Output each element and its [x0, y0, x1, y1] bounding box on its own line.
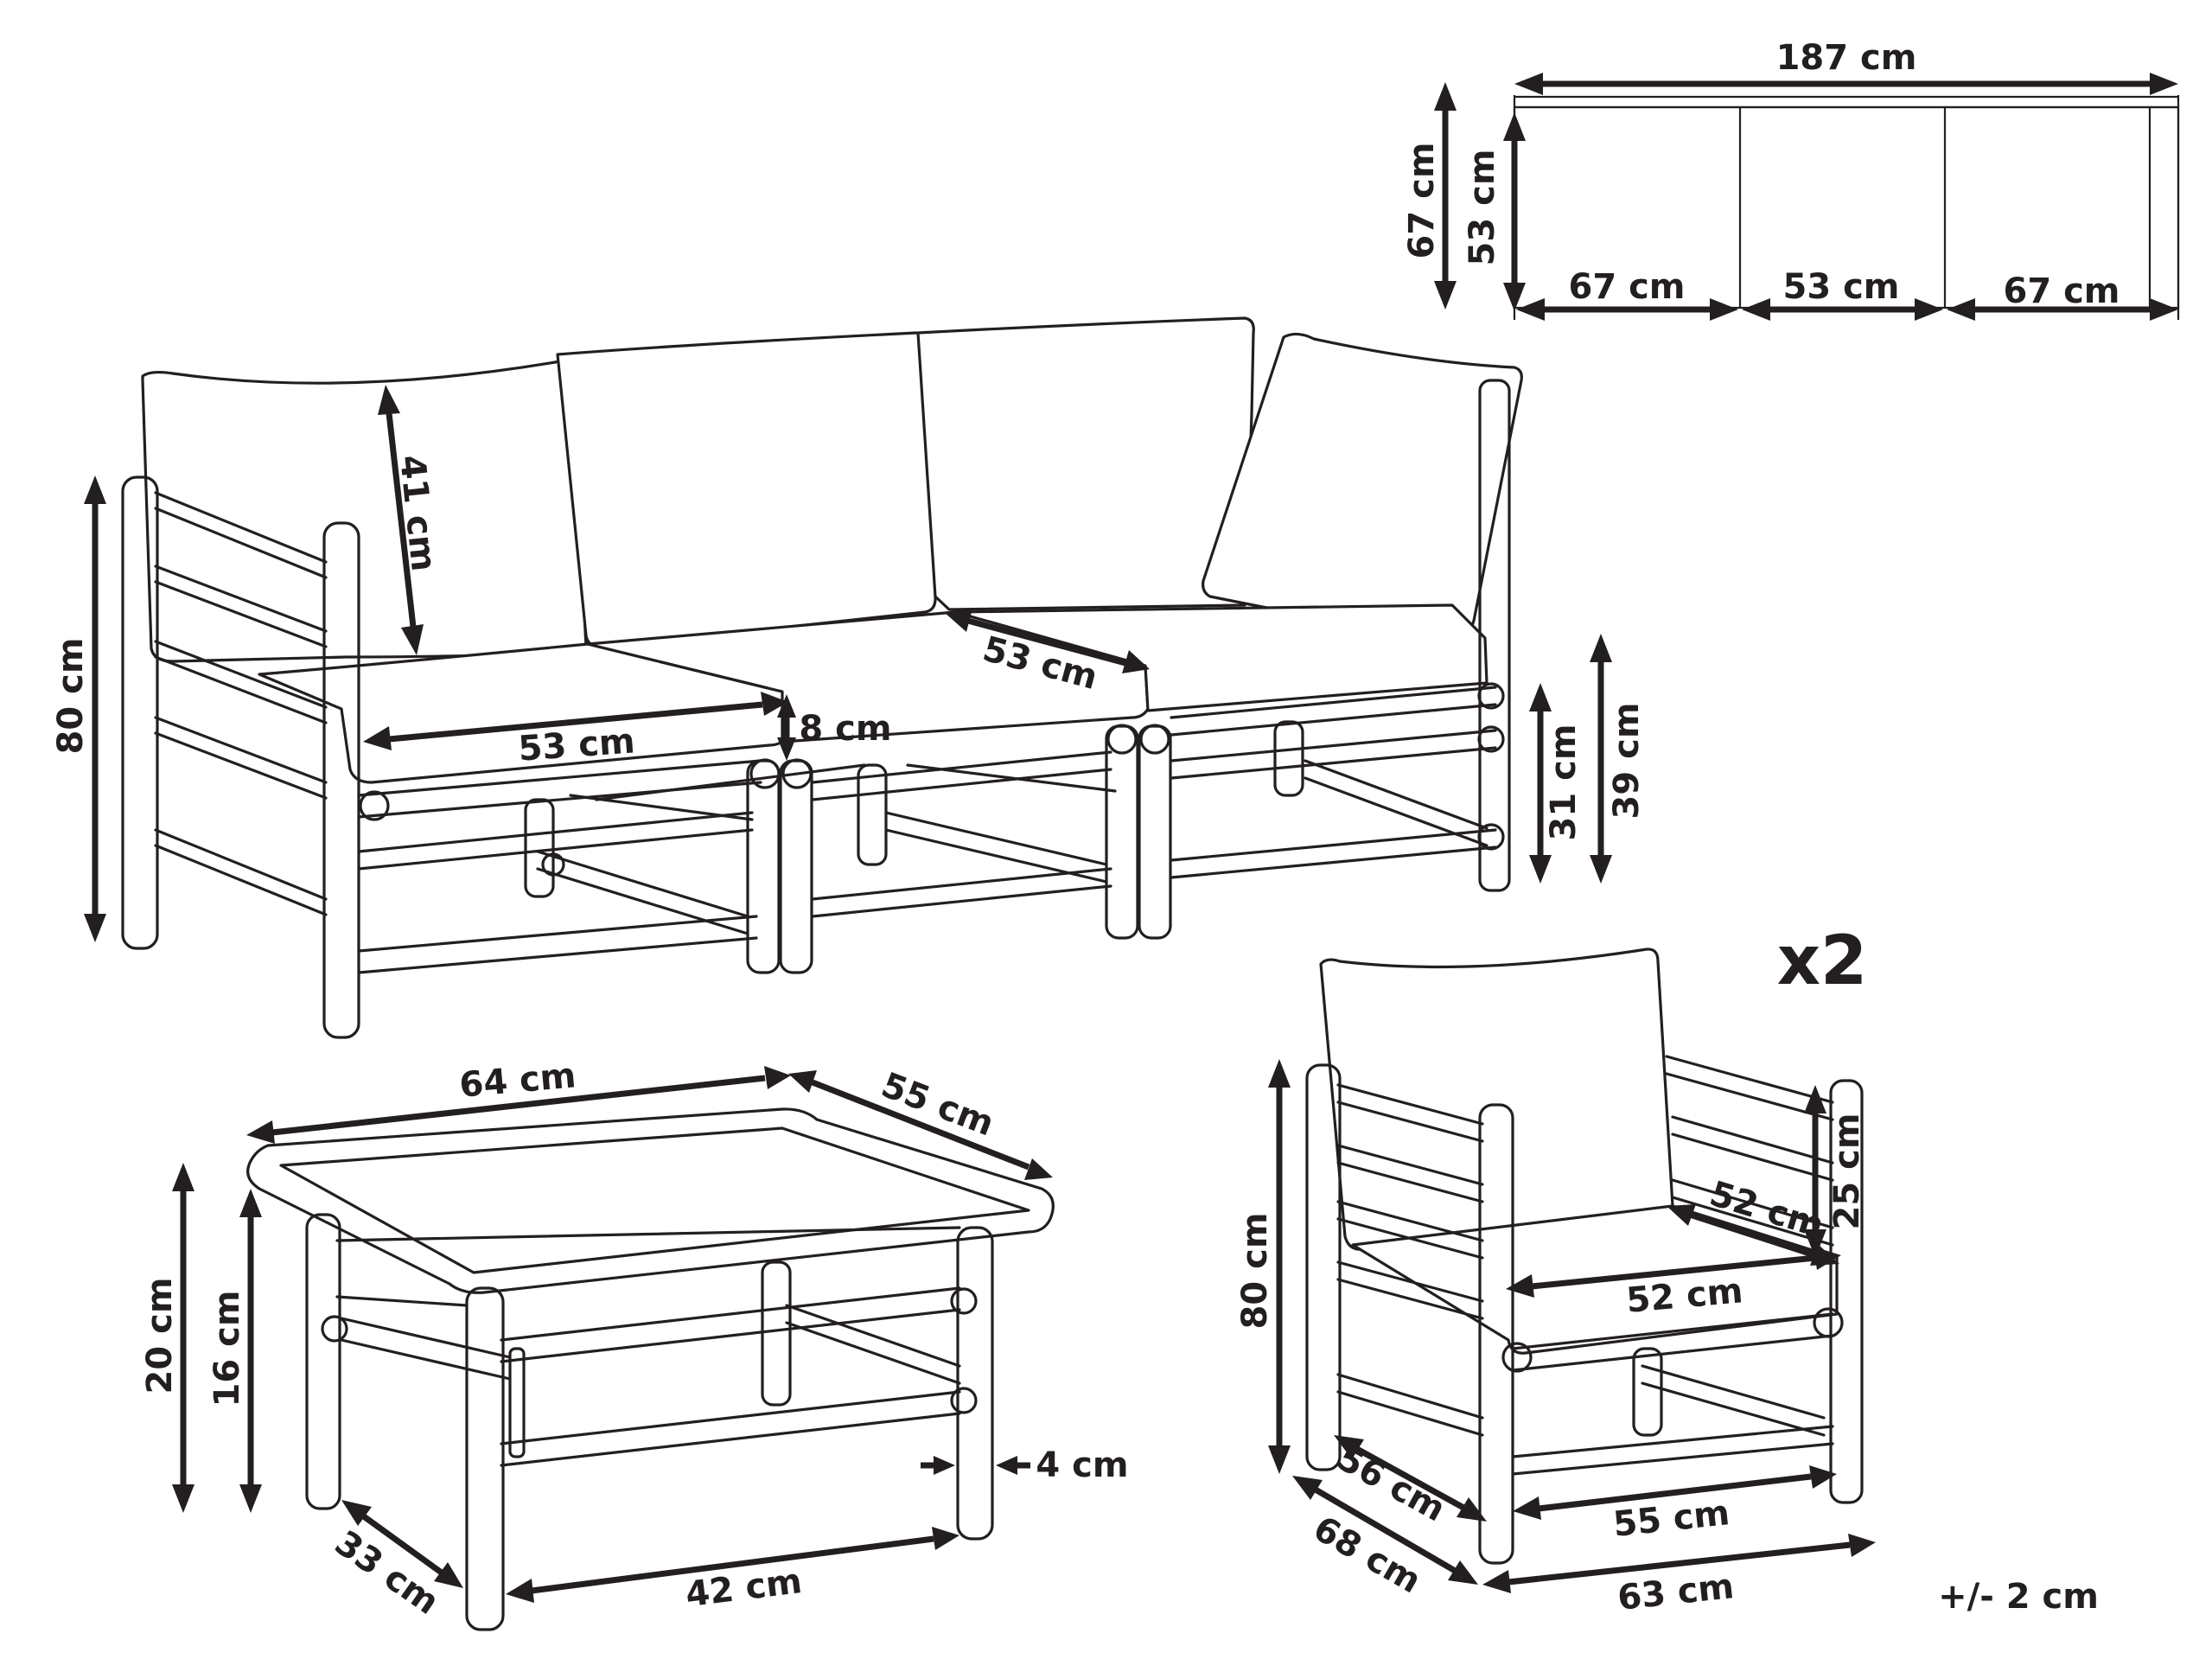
label-table-height-inner: 16 cm — [207, 1291, 247, 1407]
dim-sofa-seat-height-cushion — [1590, 634, 1612, 884]
label-sofa-seat-width: 53 cm — [517, 721, 636, 769]
label-top-right-section: 67 cm — [2004, 271, 2120, 311]
sofa-post-front-left — [322, 521, 360, 1039]
dim-armchair-armrest-height — [1804, 1085, 1826, 1258]
dim-top-total-width — [1514, 73, 2178, 95]
label-top-depth-inner: 53 cm — [1463, 150, 1502, 266]
label-table-height-outer: 20 cm — [140, 1278, 180, 1394]
dim-sofa-total-height — [84, 475, 106, 942]
dim-armchair-seat-width — [1506, 1247, 1841, 1298]
dim-table-inner-depth — [341, 1500, 463, 1588]
sofa-back-cushion-corner — [1202, 332, 1523, 641]
label-armchair-total-height: 80 cm — [1235, 1213, 1275, 1330]
dim-armchair-outer-depth — [1292, 1476, 1478, 1585]
sofa-back-cushion-right — [916, 316, 1255, 611]
label-armchair-inner-depth: 56 cm — [1330, 1439, 1451, 1530]
table-drawing — [246, 1107, 1055, 1631]
dim-table-inner-width — [506, 1527, 959, 1603]
dim-sofa-seat-cushion-thickness — [777, 694, 796, 761]
dim-armchair-outer-width — [1482, 1534, 1876, 1593]
dim-top-left-section — [1516, 298, 1738, 321]
dim-sofa-back-cushion-height — [378, 385, 424, 655]
label-table-inner-depth: 33 cm — [328, 1523, 446, 1623]
dim-table-width — [246, 1066, 791, 1144]
dim-armchair-inner-depth — [1334, 1435, 1487, 1522]
label-sofa-seat-cushion-thickness: 8 cm — [799, 709, 891, 749]
sofa-back-cushion-mid — [556, 331, 937, 648]
sofa-post-back-left — [121, 475, 159, 950]
label-top-depth-outer: 67 cm — [1402, 143, 1442, 259]
label-top-total-width: 187 cm — [1776, 38, 1917, 78]
dim-table-depth — [788, 1070, 1053, 1180]
dim-sofa-seat-width — [363, 692, 788, 750]
dim-table-height-outer — [172, 1163, 194, 1513]
dim-sofa-seat-height-frame — [1529, 683, 1552, 884]
armchair-back-cushion — [1319, 948, 1674, 1251]
dim-armchair-total-height — [1268, 1059, 1291, 1474]
table-top-outer — [246, 1107, 1055, 1294]
label-top-left-section: 67 cm — [1569, 267, 1686, 307]
label-sofa-total-height: 80 cm — [51, 638, 91, 755]
dim-top-depth-inner — [1503, 112, 1526, 311]
label-top-middle-section: 53 cm — [1783, 267, 1900, 307]
dim-top-right-section — [1947, 298, 2178, 321]
label-sofa-seat-height-frame: 31 cm — [1544, 724, 1584, 841]
dim-sofa-seat-depth — [944, 609, 1150, 673]
dim-table-height-inner — [239, 1189, 262, 1513]
tolerance-note: +/- 2 cm — [1938, 1577, 2099, 1617]
sofa-drawing — [121, 316, 1523, 1039]
dim-top-depth-outer — [1434, 82, 1457, 309]
label-armchair-outer-width: 63 cm — [1616, 1566, 1736, 1618]
table-top-inner — [279, 1126, 1030, 1274]
dim-table-leg-thickness — [921, 1456, 1030, 1475]
dim-armchair-inner-width — [1513, 1465, 1837, 1520]
multiplier-label: x2 — [1777, 922, 1868, 1000]
sofa-back-cushion-left — [141, 360, 588, 663]
label-armchair-armrest-height: 25 cm — [1827, 1113, 1867, 1230]
dim-top-middle-section — [1742, 298, 1943, 321]
label-sofa-seat-height-cushion: 39 cm — [1607, 703, 1647, 820]
label-table-leg-thickness: 4 cm — [1036, 1445, 1128, 1485]
